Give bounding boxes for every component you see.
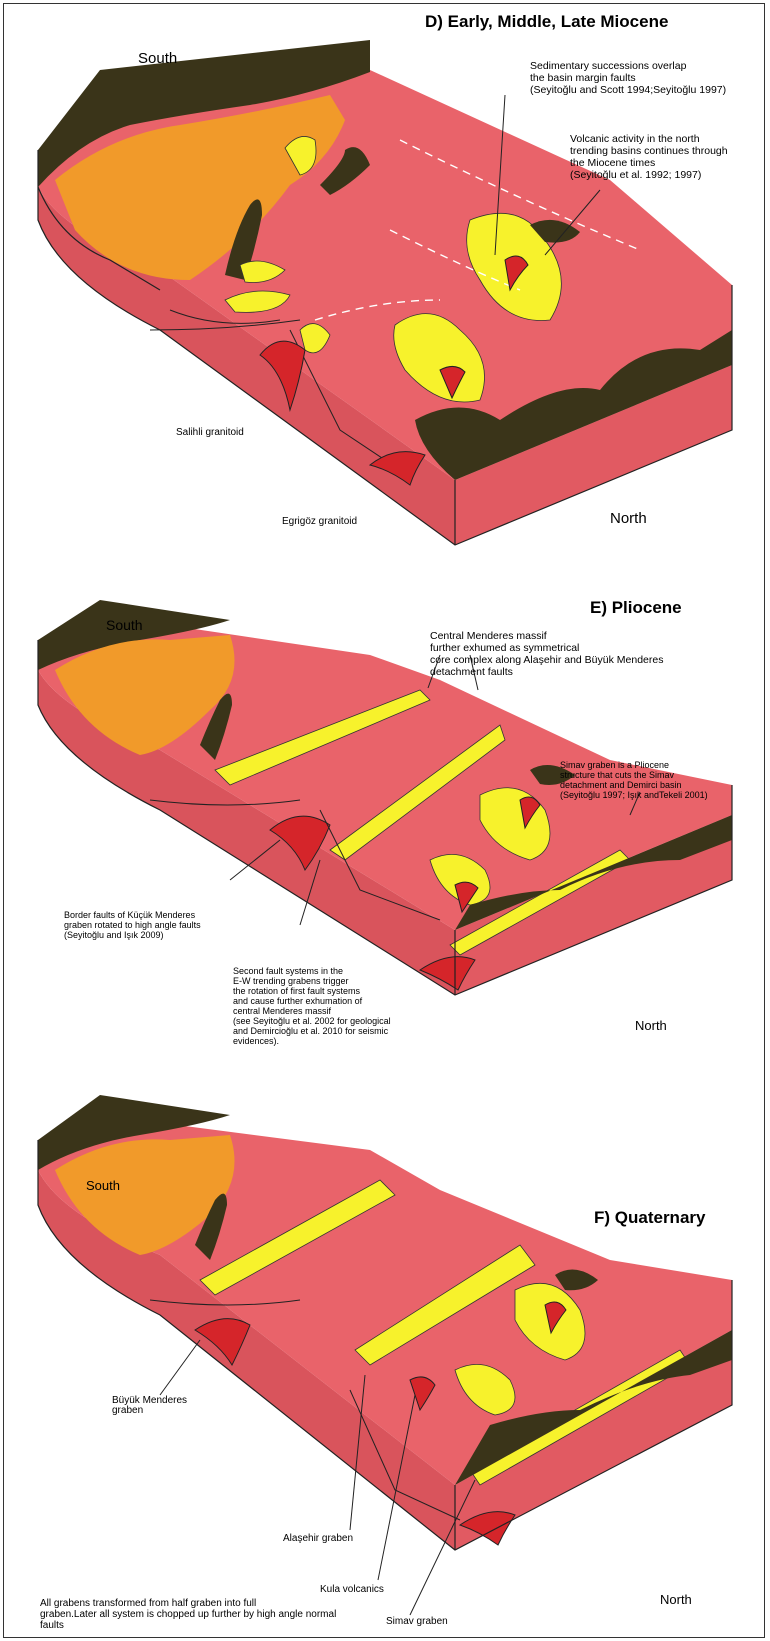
label-buyuk-menderes-graben: Büyük Menderes graben [112,1396,187,1416]
label-alasehir-graben: Alaşehir graben [283,1534,353,1544]
label-salihli-granitoid: Salihli granitoid [176,428,244,438]
north-label: North [610,510,647,527]
note-kucuk-menderes: Border faults of Küçük Menderes graben r… [64,910,201,940]
label-simav-graben: Simav graben [386,1617,448,1627]
south-label: South [106,617,143,633]
note-sedimentary-successions: Sedimentary successions overlap the basi… [530,60,726,96]
panel-title-miocene: D) Early, Middle, Late Miocene [425,12,668,32]
panel-title-pliocene: E) Pliocene [590,598,682,618]
north-label: North [660,1592,692,1607]
panel-title-quaternary: F) Quaternary [594,1208,705,1228]
south-label: South [138,50,177,67]
label-kula-volcanics: Kula volcanics [320,1585,384,1595]
caption-quaternary: All grabens transformed from half graben… [40,1598,336,1631]
pointer-line [160,1340,200,1395]
note-volcanic-activity: Volcanic activity in the north trending … [570,133,728,181]
south-label: South [86,1178,120,1193]
note-second-fault-systems: Second fault systems in the E-W trending… [233,966,391,1046]
block-diagram-quaternary [0,1030,770,1630]
label-egrigoz-granitoid: Egrigöz granitoid [282,517,357,527]
north-label: North [635,1018,667,1033]
note-central-menderes: Central Menderes massif further exhumed … [430,630,663,678]
note-simav-graben: Simav graben is a Pliocene structure tha… [560,760,708,800]
